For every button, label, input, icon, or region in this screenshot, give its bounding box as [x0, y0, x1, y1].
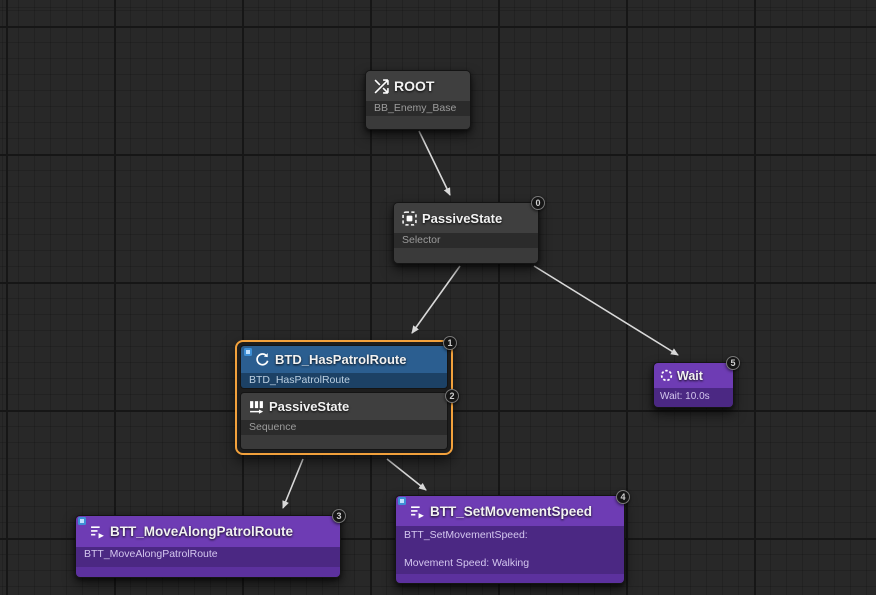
selector-icon: [402, 211, 417, 226]
decorator-loop-icon: [255, 352, 270, 367]
task-icon: [90, 524, 105, 539]
setspeed-movement-speed-value: Movement Speed: Walking: [396, 543, 624, 574]
setspeed-subtitle: BTT_SetMovementSpeed:: [396, 526, 624, 543]
node-selector-passivestate[interactable]: PassiveState Selector 0: [393, 202, 539, 264]
execution-index-badge: 1: [443, 336, 457, 350]
wait-subtitle: Wait: 10.0s: [654, 388, 733, 407]
execution-index-badge: 2: [445, 389, 459, 403]
wire-selector-to-haspatrolroute[interactable]: [412, 266, 460, 333]
node-task-setmovementspeed[interactable]: BTT_SetMovementSpeed BTT_SetMovementSpee…: [395, 495, 625, 584]
movealong-subtitle: BTT_MoveAlongPatrolRoute: [76, 547, 340, 567]
task-icon: [410, 504, 425, 519]
root-blackboard-label: BB_Enemy_Base: [366, 101, 470, 116]
blackboard-key-icon: [244, 348, 252, 356]
movealong-body: BTT_MoveAlongPatrolRoute BTT_MoveAlongPa…: [75, 515, 341, 578]
composite-sequence-passivestate[interactable]: PassiveState Sequence: [240, 392, 448, 450]
sequence-icon: [249, 399, 264, 414]
sequence-title: PassiveState: [269, 399, 349, 414]
setspeed-body: BTT_SetMovementSpeed BTT_SetMovementSpee…: [395, 495, 625, 584]
decorator-subtitle: BTD_HasPatrolRoute: [241, 373, 447, 388]
blackboard-key-icon: [78, 517, 86, 525]
node-root-body: ROOT BB_Enemy_Base: [365, 70, 471, 130]
wire-selector-to-wait[interactable]: [534, 266, 678, 355]
execution-index-badge: 3: [332, 509, 346, 523]
wire-root-to-selector[interactable]: [419, 131, 450, 195]
wait-body: Wait Wait: 10.0s: [653, 362, 734, 408]
execution-index-badge: 5: [726, 356, 740, 370]
root-title: ROOT: [394, 78, 434, 94]
sequence-subtitle: Sequence: [241, 420, 447, 435]
setspeed-footer: [396, 574, 624, 583]
selector-subtitle: Selector: [394, 233, 538, 248]
movealong-footer: [76, 567, 340, 577]
movealong-title: BTT_MoveAlongPatrolRoute: [110, 524, 293, 539]
wait-title: Wait: [677, 369, 703, 383]
decorator-title: BTD_HasPatrolRoute: [275, 352, 406, 367]
selector-footer: [394, 248, 538, 263]
execution-index-badge: 4: [616, 490, 630, 504]
blackboard-key-icon: [398, 497, 406, 505]
selector-title: PassiveState: [422, 211, 502, 226]
wait-icon: [660, 369, 673, 382]
node-group-haspatrolroute-selected[interactable]: BTD_HasPatrolRoute BTD_HasPatrolRoute Pa…: [235, 340, 453, 455]
execution-index-badge: 0: [531, 196, 545, 210]
node-task-wait[interactable]: Wait Wait: 10.0s 5: [653, 362, 734, 408]
branch-arrows-icon: [374, 79, 389, 94]
sequence-footer: [241, 435, 447, 449]
setspeed-title: BTT_SetMovementSpeed: [430, 504, 592, 519]
wire-sequence-to-setspeed[interactable]: [387, 459, 426, 490]
selector-body: PassiveState Selector: [393, 202, 539, 264]
node-root[interactable]: ROOT BB_Enemy_Base: [365, 70, 471, 130]
root-footer: [366, 116, 470, 129]
node-task-movealongpatrolroute[interactable]: BTT_MoveAlongPatrolRoute BTT_MoveAlongPa…: [75, 515, 341, 578]
decorator-haspatrolroute[interactable]: BTD_HasPatrolRoute BTD_HasPatrolRoute: [240, 345, 448, 389]
wire-sequence-to-movealong[interactable]: [283, 459, 303, 508]
